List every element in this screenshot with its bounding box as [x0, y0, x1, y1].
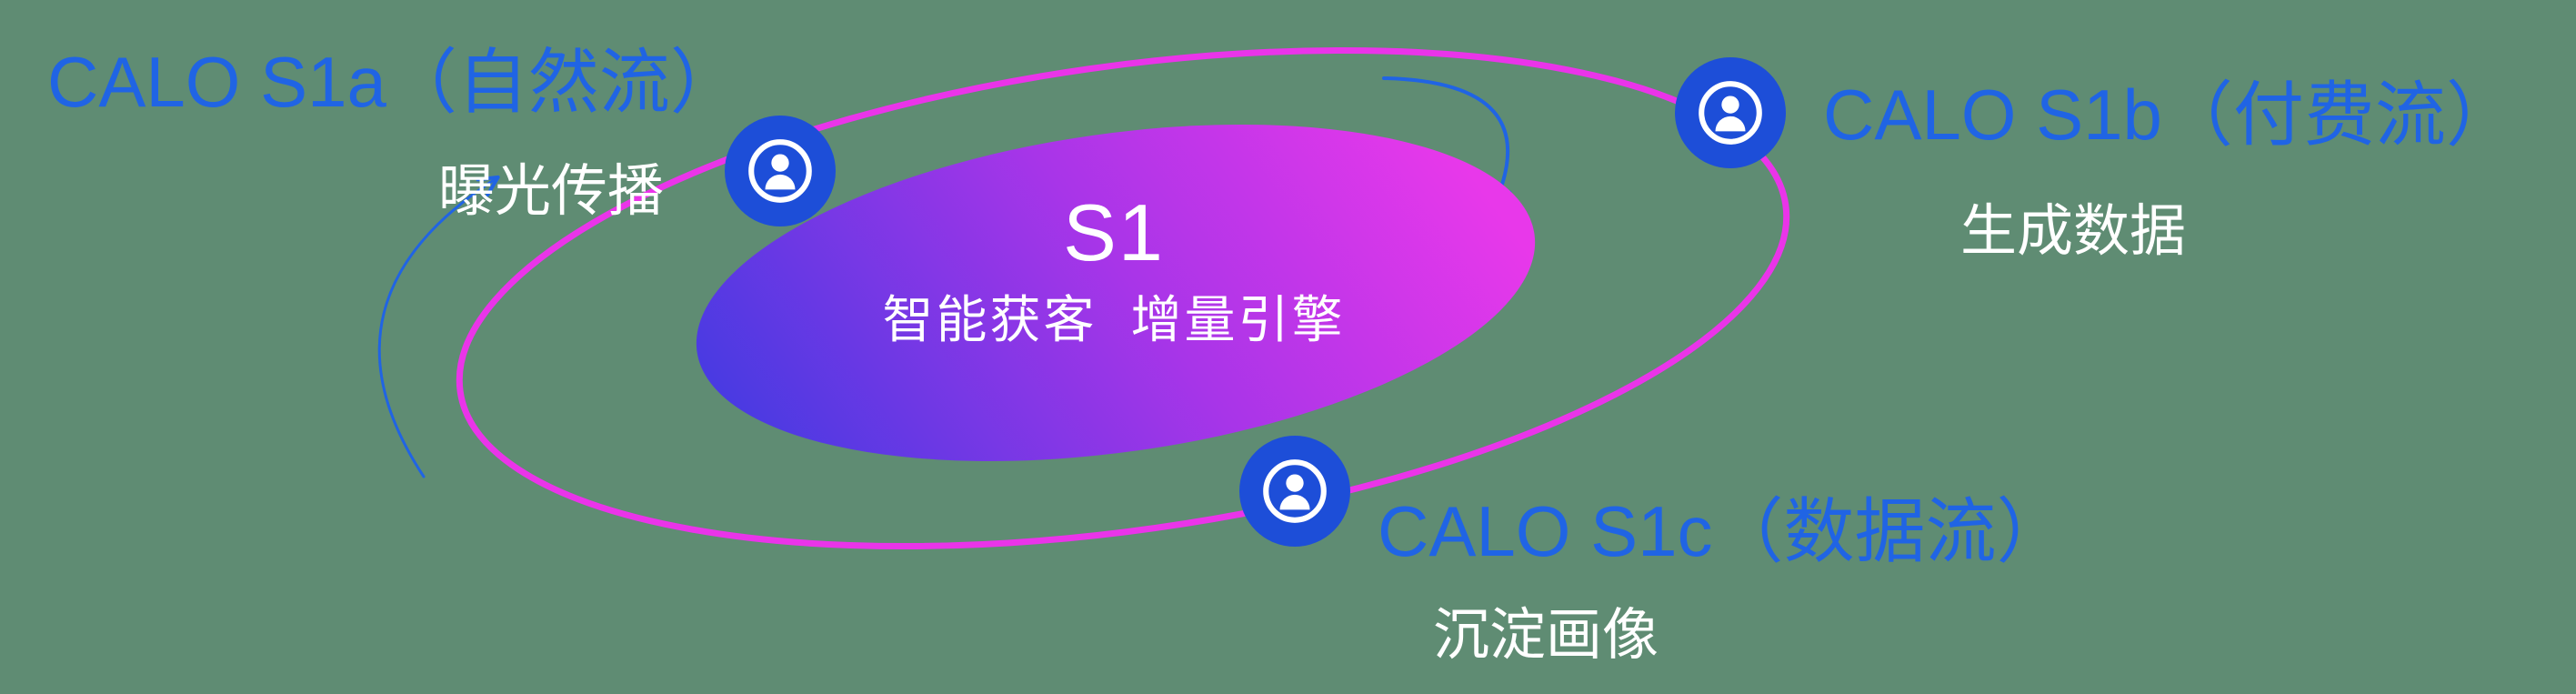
label-s1a: CALO S1a（自然流）	[47, 42, 741, 122]
user-circle-icon	[1675, 57, 1786, 168]
orbit-ring	[456, 46, 1790, 550]
core-title: S1	[1063, 187, 1165, 277]
node-s1a	[725, 116, 836, 226]
sublabel-s1a: 曝光传播	[438, 160, 665, 223]
user-circle-icon	[725, 116, 836, 226]
sublabel-s1c: 沉淀画像	[1433, 604, 1659, 667]
user-circle-icon	[1239, 436, 1350, 547]
core-text-block: S1 智能获客 增量引擎	[750, 186, 1478, 350]
flow-arrow-right	[1382, 76, 1512, 207]
label-s1c: CALO S1c（数据流）	[1378, 491, 2068, 571]
core-subtitle: 智能获客 增量引擎	[882, 291, 1346, 349]
node-s1b	[1675, 57, 1786, 168]
node-s1c	[1239, 436, 1350, 547]
label-s1b: CALO S1b（付费流）	[1823, 75, 2517, 155]
sublabel-s1b: 生成数据	[1960, 200, 2187, 263]
flow-arrow-left	[377, 175, 500, 478]
